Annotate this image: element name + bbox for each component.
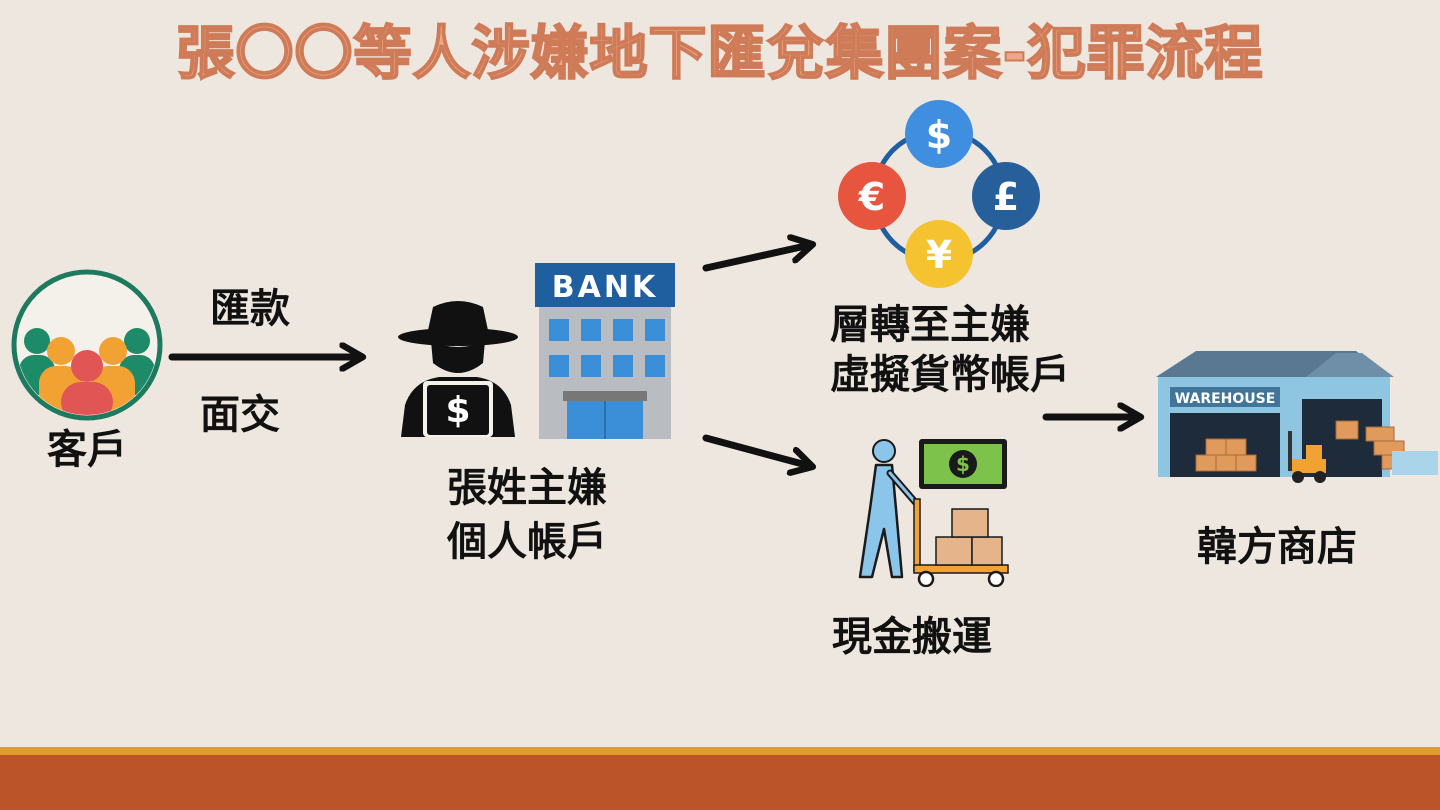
- warehouse-icon: WAREHOUSE: [1156, 351, 1438, 483]
- warehouse-sign-text: WAREHOUSE: [1175, 391, 1276, 407]
- svg-text:$: $: [445, 390, 470, 431]
- svg-text:¥: ¥: [926, 233, 952, 277]
- page-title: 張〇〇等人涉嫌地下匯兌集團案-犯罪流程: [175, 18, 1264, 88]
- hacker-laptop-icon: $: [398, 301, 518, 437]
- node-customer-label: 客戶: [47, 427, 127, 473]
- svg-text:£: £: [993, 175, 1019, 219]
- svg-text:$: $: [926, 113, 952, 157]
- arrow-suspect-to-crypto: [702, 245, 810, 272]
- node-suspect-account-line1: 張姓主嫌: [447, 465, 607, 511]
- bank-sign-text: BANK: [552, 270, 658, 305]
- svg-text:€: €: [858, 175, 885, 219]
- footer-divider: [0, 747, 1440, 755]
- edge-face-to-face-label: 面交: [200, 392, 280, 438]
- node-crypto-line1: 層轉至主嫌: [830, 302, 1030, 348]
- bank-building-icon: BANK: [535, 263, 675, 439]
- node-crypto-line2: 虛擬貨幣帳戶: [830, 352, 1070, 398]
- node-cash-label: 現金搬運: [832, 614, 992, 660]
- footer-band: [0, 755, 1440, 810]
- edge-remit-label: 匯款: [210, 286, 290, 332]
- customers-group-icon: [11, 269, 163, 421]
- node-korean-store-label: 韓方商店: [1197, 524, 1357, 570]
- svg-text:$: $: [956, 452, 970, 476]
- cash-cart-worker-icon: $: [858, 439, 1009, 587]
- arrow-suspect-to-cash: [702, 434, 810, 466]
- node-suspect-account-line2: 個人帳戶: [447, 519, 607, 565]
- currency-exchange-icon: $ € £ ¥: [838, 100, 1040, 288]
